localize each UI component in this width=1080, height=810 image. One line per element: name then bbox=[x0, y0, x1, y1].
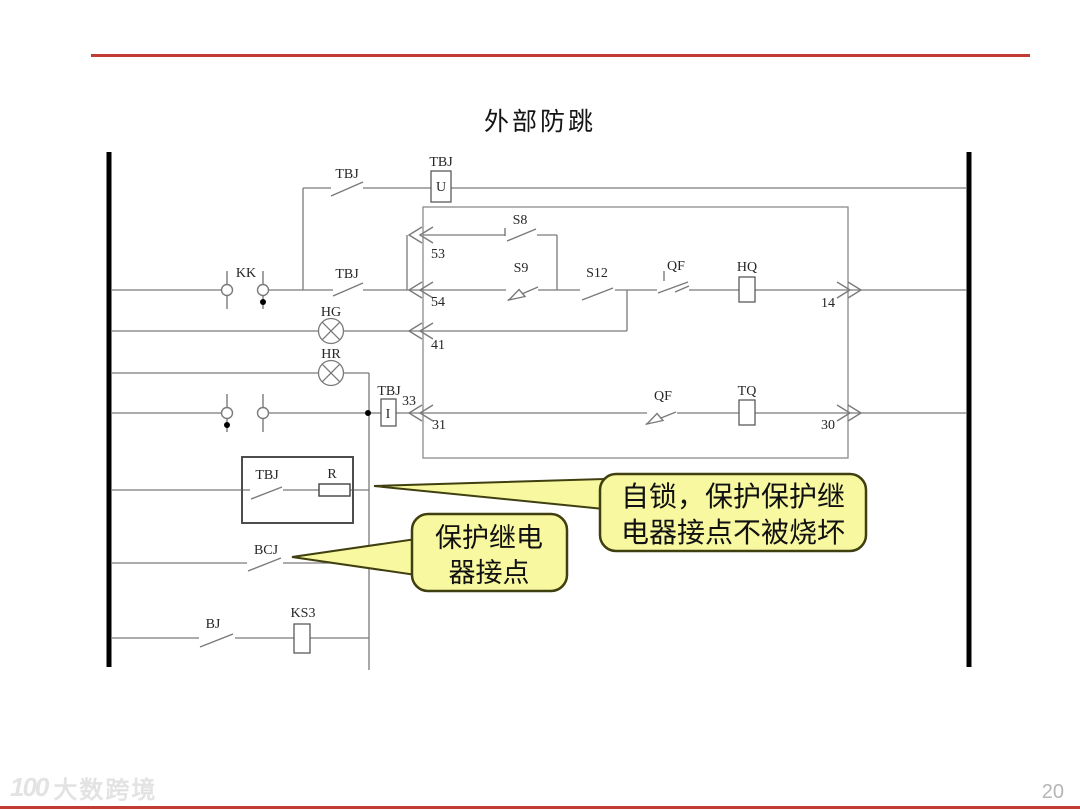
callout-self-lock-box bbox=[598, 472, 868, 553]
bus-bars bbox=[106, 152, 972, 667]
arrow-left-31 bbox=[407, 404, 434, 422]
voltage-coil-label: U bbox=[436, 180, 446, 195]
watermark-100-icon: 100 bbox=[10, 772, 49, 802]
bj-contact bbox=[199, 633, 234, 648]
qf-trip-label: QF bbox=[654, 389, 672, 404]
callout-self-lock: 自锁，保护保护继 电器接点不被烧坏 bbox=[373, 472, 868, 553]
s12-contact bbox=[581, 287, 614, 301]
ks3-label: KS3 bbox=[291, 606, 316, 621]
lamp-hg bbox=[317, 317, 345, 345]
hq-coil-box bbox=[738, 276, 756, 303]
wires bbox=[112, 187, 967, 670]
callout-relay-contact-tail bbox=[291, 537, 417, 577]
trip-switch-dot bbox=[224, 422, 230, 428]
qf-close-contact bbox=[657, 281, 689, 294]
tbj-mid-contact bbox=[332, 282, 364, 297]
tbj-seal-label: TBJ bbox=[255, 468, 279, 483]
callout-relay-contact-box bbox=[410, 512, 569, 593]
s8-contact bbox=[506, 228, 537, 242]
seal-in-box bbox=[241, 456, 354, 524]
coils bbox=[293, 170, 756, 654]
page-title: 外部防跳 bbox=[483, 109, 596, 136]
tbj-mid-label: TBJ bbox=[335, 267, 359, 282]
qf-close-arrow bbox=[674, 285, 690, 293]
trip-switch bbox=[220, 394, 270, 432]
top-divider-line bbox=[91, 54, 1030, 57]
arrow-left-41 bbox=[407, 322, 434, 340]
bj-label: BJ bbox=[206, 617, 221, 632]
watermark-logo: 100 大数跨境 bbox=[10, 770, 157, 805]
ks3-coil-box bbox=[293, 623, 311, 654]
terminal-box bbox=[422, 206, 849, 459]
tbj-top-contact bbox=[330, 181, 364, 197]
terminal-41-label: 41 bbox=[431, 338, 445, 353]
terminal-number-labels: 53 54 41 31 14 30 bbox=[431, 247, 835, 433]
tbj-voltage-label: TBJ bbox=[429, 155, 453, 170]
terminal-30-label: 30 bbox=[821, 418, 835, 433]
terminal-31-label: 31 bbox=[432, 418, 446, 433]
tbj-top-label: TBJ bbox=[335, 167, 359, 182]
tbj-current-coil-box bbox=[380, 398, 397, 427]
s12-label: S12 bbox=[586, 266, 608, 281]
s9-label: S9 bbox=[514, 261, 529, 276]
page-number: 20 bbox=[1041, 781, 1064, 803]
arrow-right-30 bbox=[836, 404, 863, 422]
tbj-seal-contact bbox=[250, 486, 283, 500]
callout-relay-contact: 保护继电 器接点 bbox=[291, 512, 569, 593]
terminal-54-label: 54 bbox=[431, 295, 445, 310]
arrow-left-53 bbox=[407, 226, 434, 244]
lamp-hr bbox=[317, 359, 345, 387]
tq-label: TQ bbox=[738, 384, 757, 399]
callout-self-lock-line1: 自锁，保护保护继 bbox=[621, 481, 845, 513]
hg-label: HG bbox=[321, 305, 341, 320]
terminal-14-label: 14 bbox=[821, 296, 835, 311]
kk-label: KK bbox=[236, 266, 256, 281]
qf-trip-arrowhead bbox=[644, 412, 665, 426]
kk-switch bbox=[220, 271, 270, 309]
hq-label: HQ bbox=[737, 260, 757, 275]
component-labels: TBJ TBJ U KK TBJ S8 S9 S12 QF HQ HG HR T… bbox=[206, 155, 758, 632]
current-coil-label: I bbox=[386, 407, 391, 422]
kk-dot bbox=[260, 299, 266, 305]
tbj-current-label: TBJ bbox=[377, 384, 401, 399]
bcj-label: BCJ bbox=[254, 543, 279, 558]
callout-self-lock-line2: 电器接点不被烧坏 bbox=[621, 517, 845, 549]
resistor bbox=[318, 483, 351, 497]
arrow-left-54 bbox=[407, 281, 434, 299]
resistor-label: R bbox=[327, 467, 337, 482]
terminal-33-label: 33 bbox=[402, 394, 416, 409]
terminal-53-label: 53 bbox=[431, 247, 445, 262]
terminal-arrows bbox=[407, 226, 863, 422]
callout-relay-contact-line1: 保护继电 bbox=[435, 523, 543, 553]
tbj-voltage-coil-box bbox=[430, 170, 452, 203]
callout-self-lock-tail bbox=[373, 477, 605, 511]
bottom-divider-line bbox=[0, 806, 1080, 809]
hr-label: HR bbox=[321, 347, 341, 362]
arrow-right-14 bbox=[836, 281, 863, 299]
qf-close-label: QF bbox=[667, 259, 685, 274]
s8-label: S8 bbox=[513, 213, 528, 228]
watermark-text: 大数跨境 bbox=[53, 777, 158, 804]
s9-arrowhead bbox=[506, 288, 527, 302]
tq-coil-box bbox=[738, 399, 756, 426]
junction-dot bbox=[365, 410, 371, 416]
contacts bbox=[199, 181, 690, 648]
callout-relay-contact-line2: 器接点 bbox=[449, 558, 530, 588]
bcj-contact bbox=[247, 557, 282, 572]
